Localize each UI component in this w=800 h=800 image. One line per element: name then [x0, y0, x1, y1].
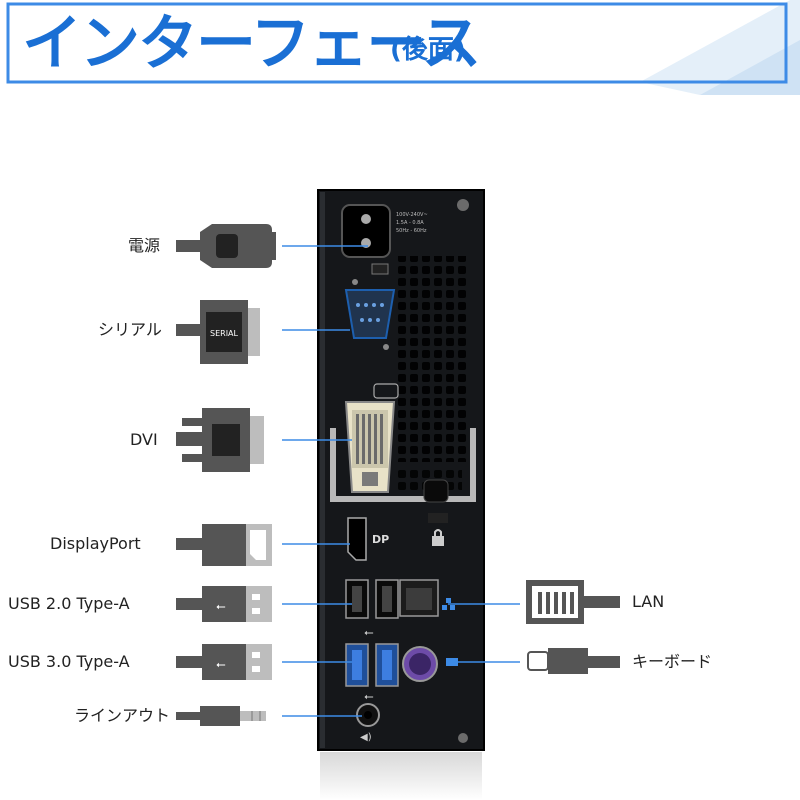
serial-connector-icon: SERIAL [176, 300, 260, 364]
page-title: インターフェース [22, 9, 481, 79]
usb2-plug-icon: ⭠ [176, 586, 272, 622]
header-banner [6, 0, 800, 95]
port-label-dvi: DVI [130, 430, 158, 449]
usb-symbol-icon: ⭠ [364, 625, 374, 639]
lan-port [399, 579, 455, 617]
callout-lines [282, 245, 520, 717]
lock-slot [423, 479, 449, 523]
port-label-displayport: DisplayPort [50, 534, 141, 553]
serial-plug-text: SERIAL [210, 329, 239, 338]
ventilation-grille [394, 256, 466, 462]
usb3-plug-icon: ⭠ [176, 644, 272, 680]
power-rating-line: 100V-240V~ [396, 212, 428, 218]
port-label-usb3: USB 3.0 Type-A [8, 652, 130, 671]
audio-jack-icon [176, 706, 266, 726]
ps2-plug-icon [527, 648, 620, 674]
dvi-connector-icon [176, 408, 264, 472]
displayport-connector-icon [176, 524, 272, 566]
port-label-usb2: USB 2.0 Type-A [8, 594, 130, 613]
dp-port-label: DP [372, 533, 389, 546]
page-subtitle: (後面) [390, 35, 466, 65]
power-inlet: 100V-240V~ 1.5A - 0.8A 50Hz - 60Hz [341, 204, 428, 258]
port-label-line-out: ラインアウト [74, 706, 171, 725]
usb3-ports: ⭠ [345, 643, 399, 703]
power-rating-line: 50Hz - 60Hz [396, 228, 427, 234]
line-out-jack: ◀) [356, 703, 380, 743]
port-label-power: 電源 [128, 236, 161, 255]
power-rating-line: 1.5A - 0.8A [396, 220, 424, 226]
port-label-keyboard: キーボード [632, 652, 713, 671]
power-plug-icon [176, 224, 276, 268]
svg-text:⭠: ⭠ [216, 599, 226, 613]
ethernet-plug-icon [526, 580, 620, 624]
padlock-icon [432, 529, 444, 546]
dvi-port [344, 383, 399, 493]
svg-text:⭠: ⭠ [364, 689, 374, 703]
port-label-lan: LAN [632, 592, 665, 611]
port-label-serial: シリアル [98, 320, 162, 339]
serial-port [344, 263, 396, 350]
usb2-ports: ⭠ [345, 579, 399, 639]
svg-text:◀): ◀) [360, 732, 372, 743]
displayport-port: DP [347, 517, 389, 561]
svg-text:⭠: ⭠ [216, 657, 226, 671]
